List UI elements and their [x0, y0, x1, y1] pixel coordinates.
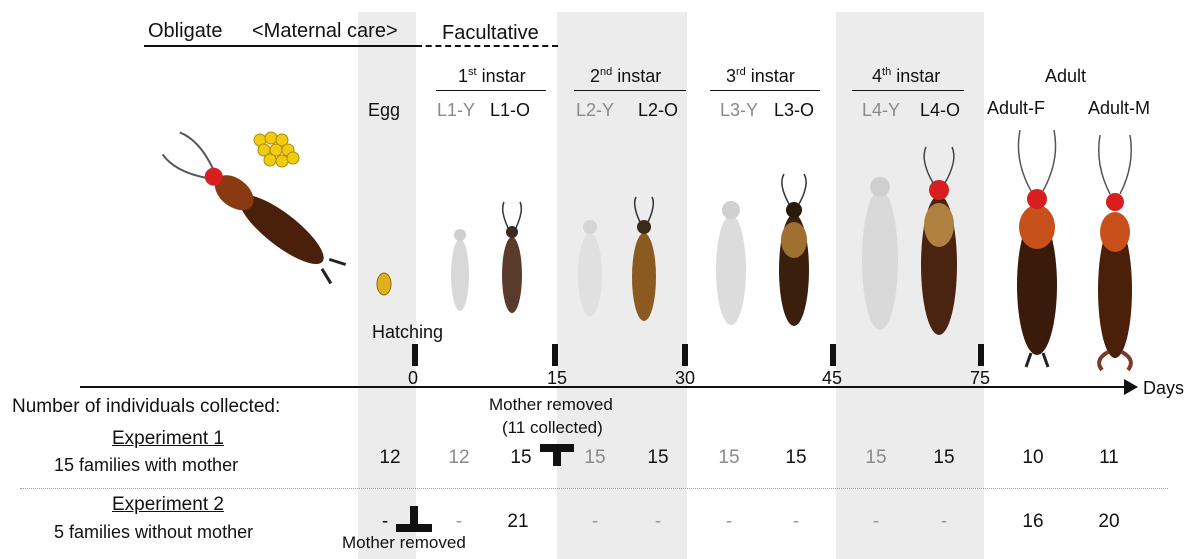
instar4-heading: 4th instar [872, 66, 940, 87]
egg-illustration [374, 270, 394, 298]
mother-removed-top-label: Mother removed [489, 395, 613, 415]
exp1-count-l2y: 15 [565, 447, 625, 469]
exp2-count-adult-f: 16 [1003, 511, 1063, 533]
exp1-count-l4o: 15 [914, 447, 974, 469]
collection-heading: Number of individuals collected: [12, 396, 280, 418]
time-axis [80, 386, 1126, 388]
exp2-count-l2y: - [565, 511, 625, 533]
tick-45 [830, 344, 836, 366]
exp1-count-l3y: 15 [699, 447, 759, 469]
exp2-count-l4o: - [914, 511, 974, 533]
facultative-dashed-underline [416, 45, 558, 47]
l4-old-label: L4-O [920, 100, 960, 121]
instar1-heading: 1st instar [458, 66, 526, 87]
exp1-count-l1y: 12 [429, 447, 489, 469]
facultative-label: Facultative [442, 22, 539, 45]
l1-young-label: L1-Y [437, 100, 475, 121]
adult-heading: Adult [1045, 66, 1086, 87]
obligate-label: Obligate [148, 20, 223, 43]
exp2-count-l1o: 21 [488, 511, 548, 533]
exp1-count-l2o: 15 [628, 447, 688, 469]
exp1-count-l3o: 15 [766, 447, 826, 469]
l3-old-label: L3-O [774, 100, 814, 121]
l2-young-illustration [568, 195, 612, 335]
egg-label: Egg [368, 100, 400, 121]
adult-male-illustration [1080, 130, 1150, 370]
experiment2-title: Experiment 2 [112, 494, 224, 516]
instar4-rule [852, 90, 964, 91]
experiment2-subtitle: 5 families without mother [54, 522, 253, 543]
l2-young-label: L2-Y [576, 100, 614, 121]
adult-female-illustration [996, 125, 1078, 370]
tick-30 [682, 344, 688, 366]
l4-young-label: L4-Y [862, 100, 900, 121]
exp2-count-adult-m: 20 [1079, 511, 1139, 533]
adult-female-label: Adult-F [987, 98, 1045, 119]
exp1-count-adult-m: 11 [1079, 447, 1139, 469]
instar3-heading: 3rd instar [726, 66, 795, 87]
hatching-label: Hatching [372, 322, 443, 343]
tick-0 [412, 344, 418, 366]
l1-young-illustration [440, 205, 480, 325]
experiment1-title: Experiment 1 [112, 428, 224, 450]
mother-with-eggs-illustration [140, 95, 360, 315]
exp2-count-l3y: - [699, 511, 759, 533]
axis-arrowhead [1124, 379, 1138, 395]
instar2-rule [574, 90, 686, 91]
l4-old-illustration [908, 145, 970, 355]
mother-removed-marker-exp1-stem [553, 444, 561, 466]
maternal-care-label: <Maternal care> [252, 20, 398, 43]
mother-removed-bottom-label: Mother removed [342, 533, 466, 553]
days-label: Days [1143, 378, 1184, 399]
collected-note: (11 collected) [502, 418, 603, 438]
exp2-count-l3o: - [766, 511, 826, 533]
exp1-count-l1o: 15 [491, 447, 551, 469]
exp2-count-l1y: - [429, 511, 489, 533]
experiment-separator [20, 488, 1168, 489]
obligate-underline [144, 45, 416, 47]
instar3-rule [710, 90, 820, 91]
exp2-count-l2o: - [628, 511, 688, 533]
exp2-count-egg: - [355, 511, 415, 533]
l1-old-illustration [492, 200, 532, 325]
instar2-heading: 2nd instar [590, 66, 661, 87]
tick-75 [978, 344, 984, 366]
l2-old-illustration [622, 195, 666, 335]
l3-young-illustration [706, 175, 756, 345]
l1-old-label: L1-O [490, 100, 530, 121]
l3-old-illustration [768, 172, 820, 344]
l3-young-label: L3-Y [720, 100, 758, 121]
exp1-count-egg: 12 [360, 447, 420, 469]
adult-male-label: Adult-M [1088, 98, 1150, 119]
tick-15 [552, 344, 558, 366]
exp2-count-l4y: - [846, 511, 906, 533]
exp1-count-adult-f: 10 [1003, 447, 1063, 469]
l2-old-label: L2-O [638, 100, 678, 121]
l4-young-illustration [850, 145, 910, 350]
exp1-count-l4y: 15 [846, 447, 906, 469]
instar1-rule [436, 90, 546, 91]
experiment1-subtitle: 15 families with mother [54, 455, 238, 476]
